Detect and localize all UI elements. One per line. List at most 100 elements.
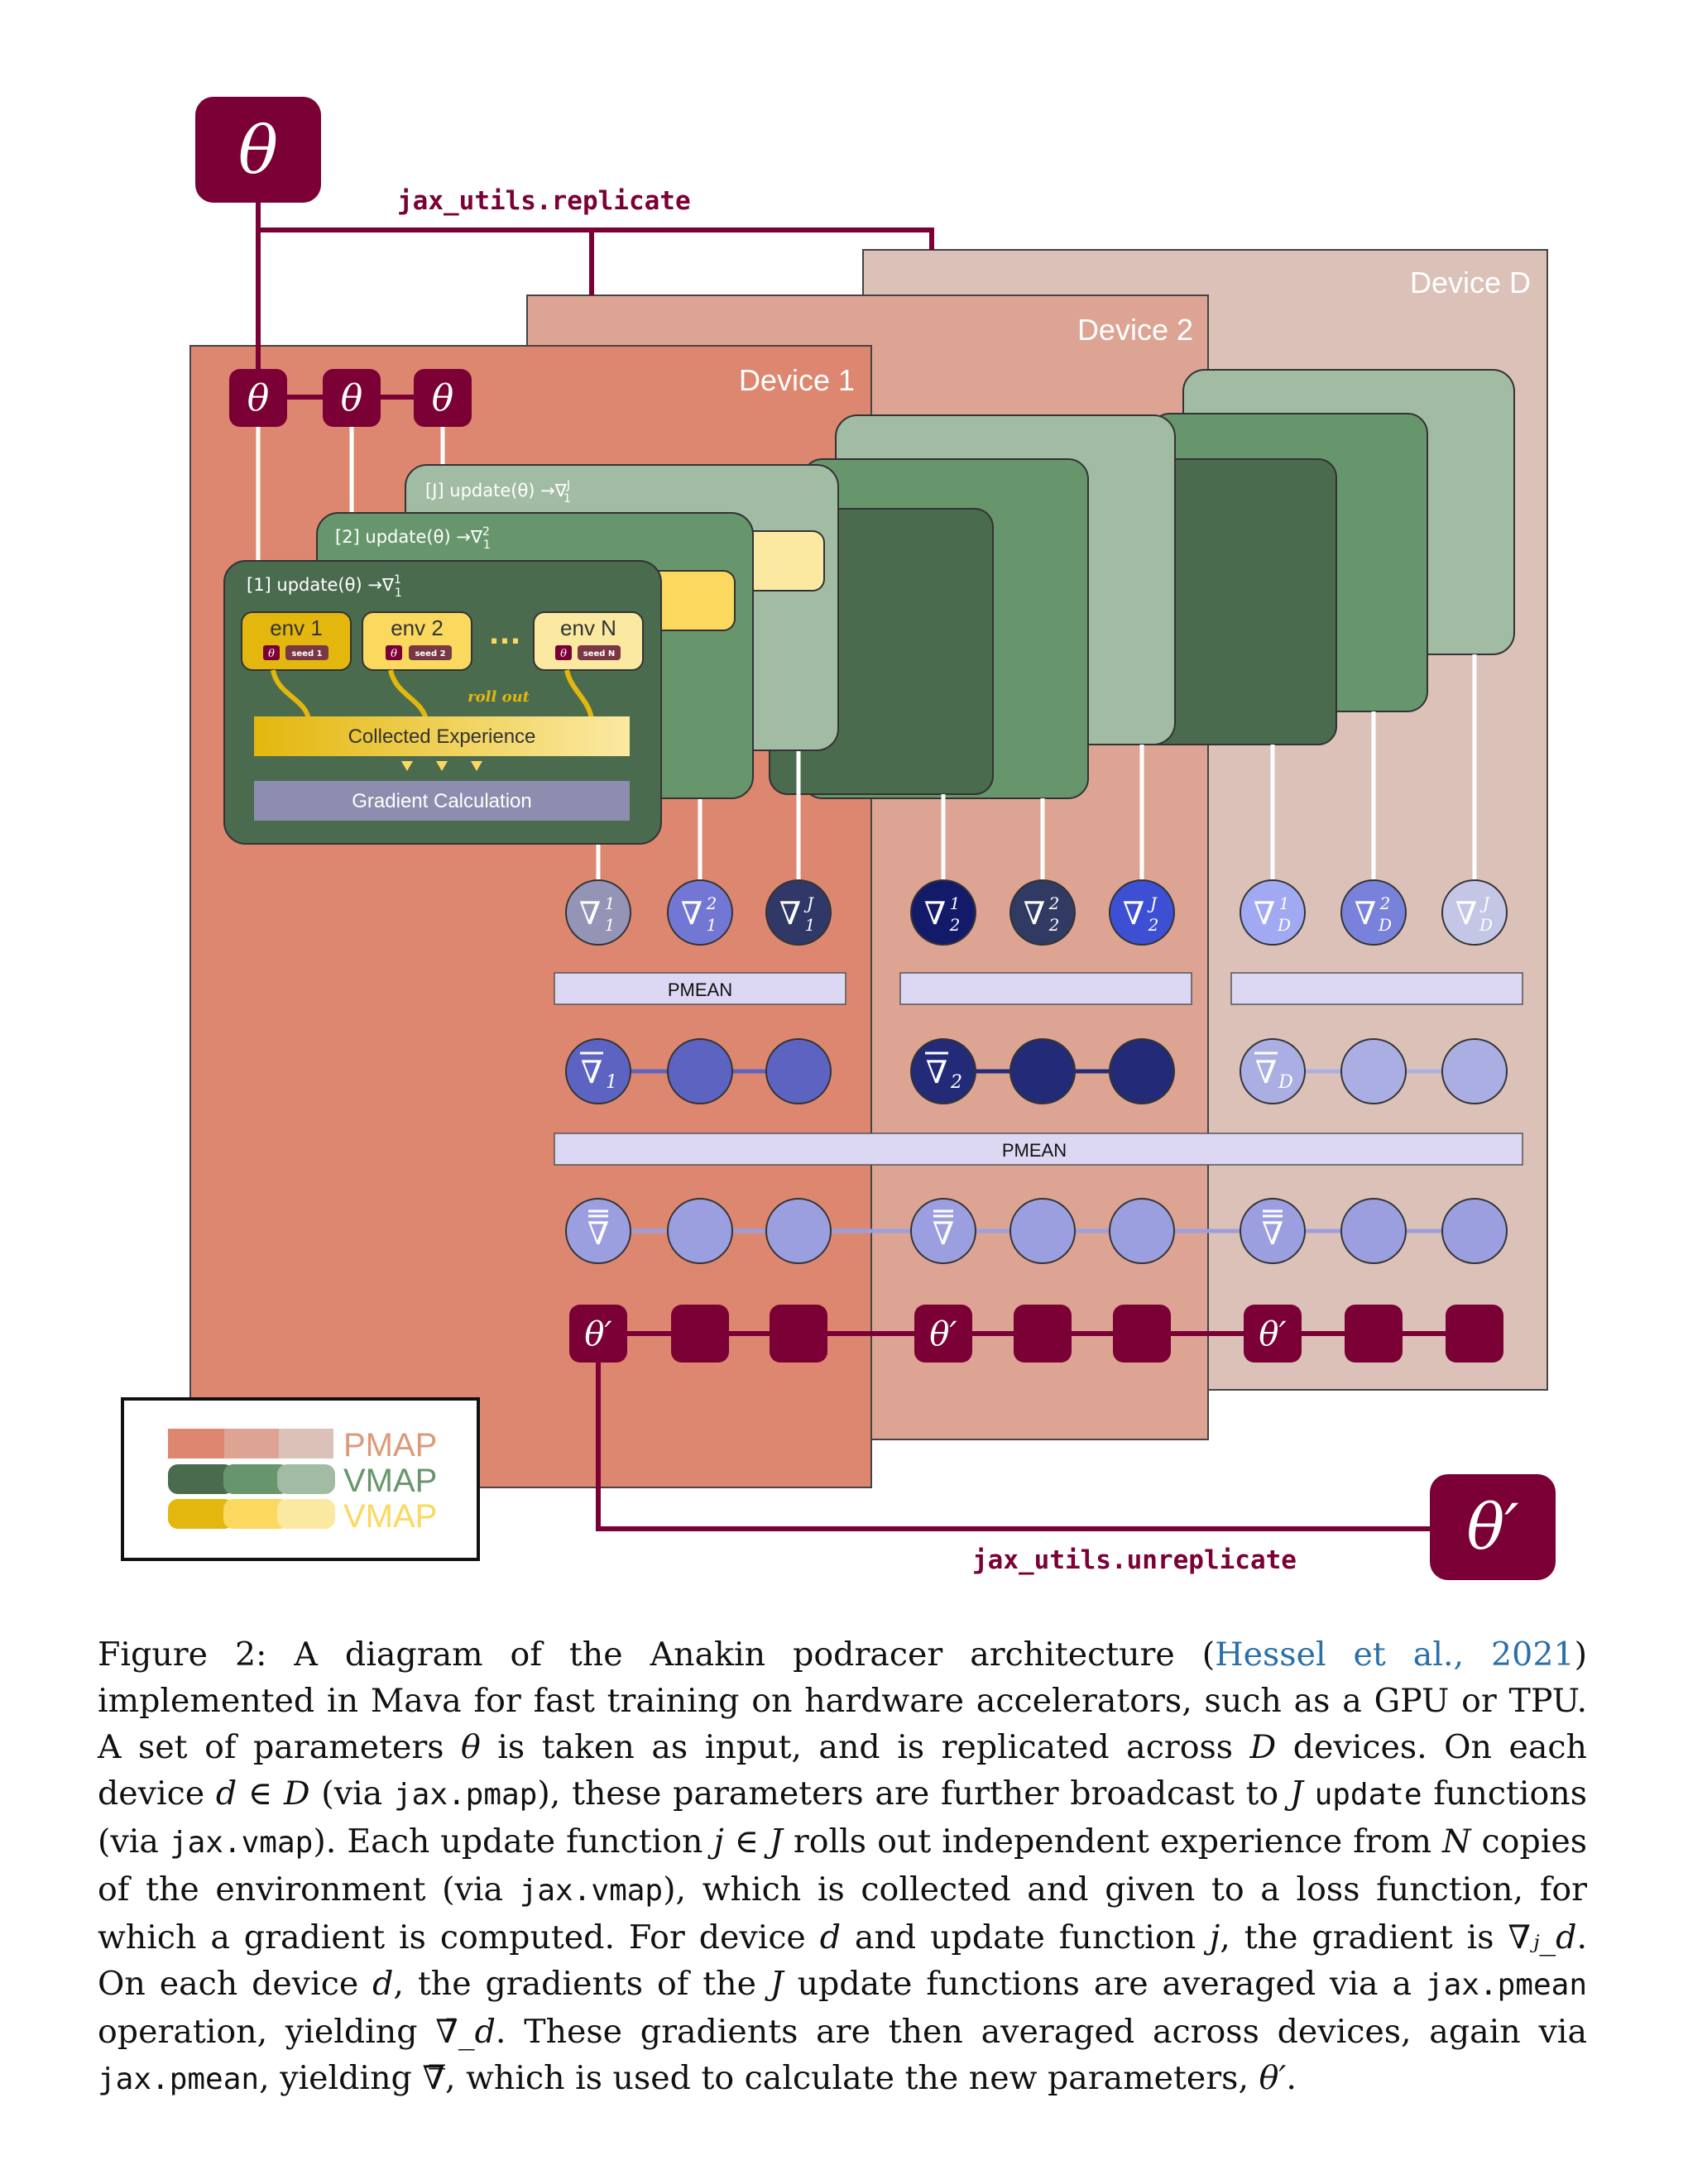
gradient-sub: 1 bbox=[805, 915, 816, 935]
theta-copy-3 bbox=[414, 369, 472, 427]
svg-text:θ: θ bbox=[560, 648, 567, 660]
pmean-label-global: PMEAN bbox=[1002, 1140, 1067, 1161]
mean-gradient-row bbox=[565, 1038, 1508, 1104]
mean-gradient-symbol: ∇ bbox=[1255, 1054, 1278, 1090]
gradient-symbol: ∇ bbox=[1455, 895, 1478, 932]
gradient-sub: 2 bbox=[1048, 915, 1060, 935]
gradient-symbol: ∇ bbox=[1355, 895, 1377, 932]
svg-text:θ: θ bbox=[391, 648, 397, 660]
figure-caption: Figure 2: A diagram of the Anakin podrac… bbox=[98, 1636, 1588, 2097]
svg-text:seed N: seed N bbox=[583, 649, 616, 659]
mean-gradient-sub: 2 bbox=[950, 1072, 962, 1093]
global-mean-symbol: ∇ bbox=[933, 1215, 955, 1252]
unreplicate-line bbox=[596, 1363, 1440, 1531]
gradient-1-D bbox=[1240, 879, 1306, 946]
theta-copy-2 bbox=[323, 369, 381, 427]
env-2: env 2 θ seed 2 bbox=[362, 611, 472, 671]
global-mean-symbol: ∇ bbox=[587, 1215, 610, 1252]
citation-link[interactable]: Hessel et al., 2021 bbox=[1215, 1636, 1575, 1674]
pmean-bar-device-1 bbox=[554, 972, 846, 1005]
collected-experience-label: Collected Experience bbox=[348, 726, 536, 748]
theta-copy-1-symbol: θ bbox=[247, 377, 270, 419]
gradient-sup: 1 bbox=[605, 893, 616, 913]
gradient-calculation-label: Gradient Calculation bbox=[352, 790, 531, 812]
gradient-J-D bbox=[1441, 879, 1508, 946]
gradient-sup: 2 bbox=[1379, 893, 1391, 913]
svg-text:env N: env N bbox=[560, 615, 616, 640]
gradient-J-2 bbox=[1109, 879, 1175, 946]
gradient-symbol: ∇ bbox=[924, 895, 947, 932]
gradient-1-2 bbox=[910, 879, 976, 946]
mean-gradient-sub: 1 bbox=[606, 1072, 617, 1093]
svg-text:θ: θ bbox=[268, 648, 275, 660]
device-2-label: Device 2 bbox=[1077, 313, 1193, 347]
caption-label: Figure 2: bbox=[98, 1636, 267, 1674]
theta-input-symbol: θ bbox=[238, 112, 278, 189]
gradient-symbol: ∇ bbox=[681, 895, 703, 932]
roll-out-label: roll out bbox=[468, 688, 530, 706]
env-1: env 1 θ seed 1 bbox=[241, 611, 352, 671]
unreplicate-label: jax_utils.unreplicate bbox=[972, 1545, 1297, 1575]
gradient-2-D bbox=[1340, 879, 1407, 946]
gradient-sup: J bbox=[803, 893, 814, 913]
pmean-label-device-1: PMEAN bbox=[668, 979, 732, 1000]
gradient-2-1 bbox=[667, 879, 733, 946]
gradient-symbol: ∇ bbox=[1254, 895, 1276, 932]
svg-text:seed 1: seed 1 bbox=[291, 649, 322, 659]
gradient-row bbox=[565, 879, 1508, 946]
theta-prime-device-2: θ′ bbox=[929, 1315, 957, 1353]
gradient-sup: 2 bbox=[706, 893, 717, 913]
down-arrows bbox=[401, 761, 482, 771]
theta-prime-device-d: θ′ bbox=[1259, 1315, 1286, 1353]
global-mean-row bbox=[565, 1198, 1508, 1264]
gradient-sub: D bbox=[1479, 915, 1493, 935]
env-N: env N θ seed N bbox=[533, 611, 644, 671]
gradient-sup: J bbox=[1479, 893, 1490, 913]
theta-copy-1 bbox=[229, 369, 287, 427]
gradient-sub: 1 bbox=[605, 915, 616, 935]
device-d-label: Device D bbox=[1410, 266, 1531, 299]
gradient-sup: 1 bbox=[950, 893, 961, 913]
gradient-sub: D bbox=[1277, 915, 1291, 935]
gradient-sub: 2 bbox=[949, 915, 961, 935]
mean-gradient-sub: D bbox=[1278, 1072, 1293, 1093]
gradient-symbol: ∇ bbox=[779, 895, 802, 932]
gradient-symbol: ∇ bbox=[1024, 895, 1046, 932]
mean-gradient-symbol: ∇ bbox=[926, 1054, 948, 1090]
collected-experience-bar bbox=[254, 716, 630, 756]
legend-vmap-green: VMAP bbox=[343, 1463, 437, 1499]
anakin-diagram: Device D Device 2 Device 1 θ jax_utils.r… bbox=[121, 97, 1556, 1580]
gradient-J-1 bbox=[765, 879, 832, 946]
theta-input-box bbox=[195, 97, 321, 203]
legend-pmap: PMAP bbox=[343, 1427, 437, 1463]
theta-prime-output-box bbox=[1430, 1474, 1556, 1580]
gradient-1-1 bbox=[565, 879, 631, 946]
gradient-symbol: ∇ bbox=[579, 895, 602, 932]
theta-prime-output-symbol: θ′ bbox=[1466, 1490, 1518, 1564]
pmean-bar-global bbox=[554, 1133, 1523, 1166]
global-mean-symbol: ∇ bbox=[1262, 1215, 1284, 1252]
gradient-links bbox=[256, 418, 1477, 885]
gradient-2-2 bbox=[1009, 879, 1076, 946]
gradient-calculation-bar bbox=[254, 781, 630, 821]
gradient-sup: 1 bbox=[1279, 893, 1290, 913]
gradient-sub: D bbox=[1378, 915, 1392, 935]
gradient-sup: 2 bbox=[1048, 893, 1060, 913]
legend-vmap-yellow: VMAP bbox=[343, 1498, 437, 1535]
env-dots: ... bbox=[489, 618, 521, 651]
gradient-sup: J bbox=[1147, 893, 1158, 913]
replicate-label: jax_utils.replicate bbox=[397, 186, 691, 216]
pmean-bar-device-d bbox=[1230, 972, 1523, 1005]
legend: PMAP VMAP VMAP bbox=[121, 1397, 480, 1561]
theta-copy-3-symbol: θ bbox=[432, 377, 454, 419]
rollout-curves bbox=[271, 669, 594, 721]
gradient-symbol: ∇ bbox=[1123, 895, 1145, 932]
mean-gradient-symbol: ∇ bbox=[581, 1054, 603, 1090]
gradient-sub: 1 bbox=[707, 915, 717, 935]
gradient-sub: 2 bbox=[1148, 915, 1159, 935]
pmean-bar-device-2 bbox=[899, 972, 1192, 1005]
svg-text:env 2: env 2 bbox=[391, 615, 444, 640]
theta-prime-device-1: θ′ bbox=[584, 1315, 611, 1353]
svg-text:env 1: env 1 bbox=[270, 615, 323, 640]
